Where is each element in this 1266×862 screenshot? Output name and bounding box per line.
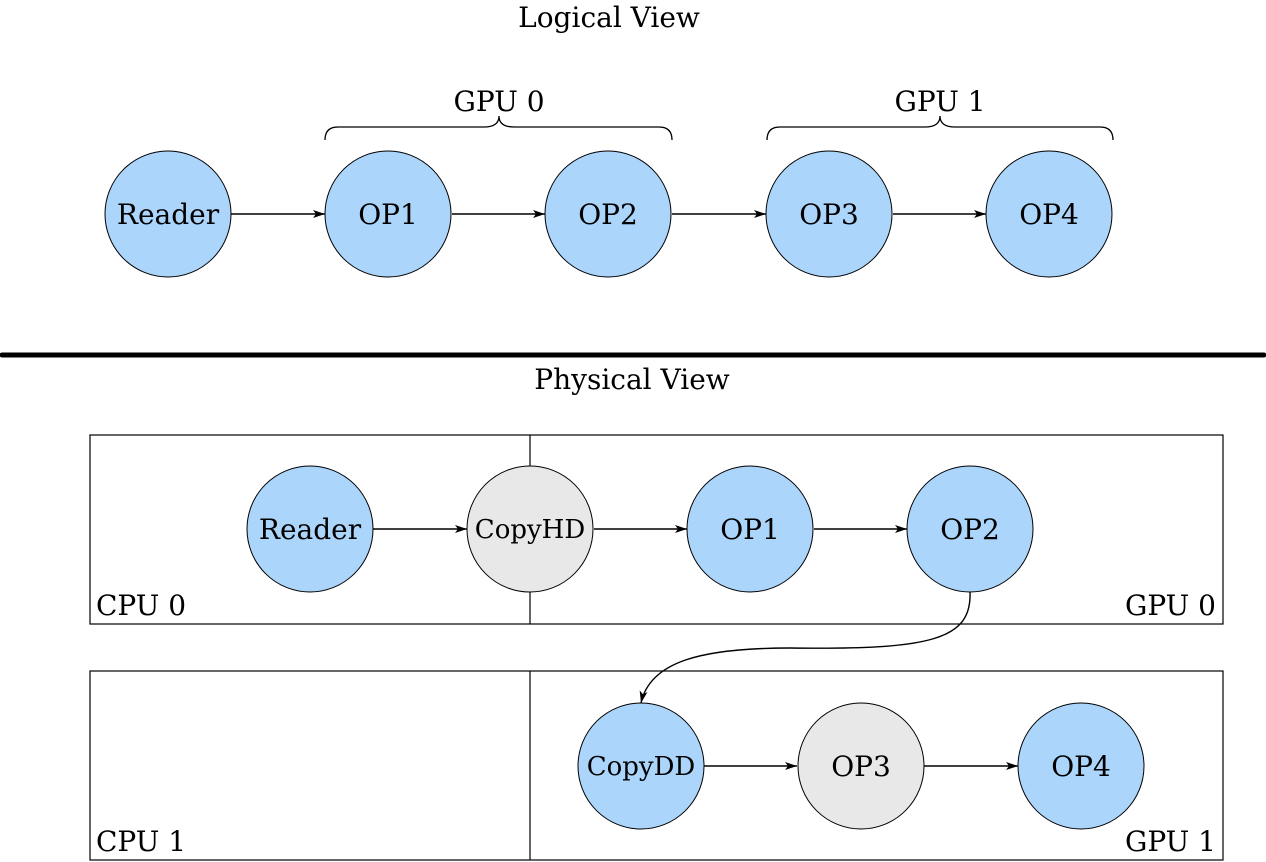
logical-node-op1-label: OP1 (358, 198, 418, 231)
logical-node-op1: OP1 (324, 150, 452, 278)
physical-node-copyhd-label: CopyHD (475, 515, 585, 545)
logical-node-op3-label: OP3 (799, 198, 859, 231)
physical-view-title: Physical View (534, 363, 730, 396)
physical-row1-box (89, 670, 1224, 861)
physical-row0-gpu-label: GPU 0 (1125, 589, 1216, 622)
logical-node-op2: OP2 (544, 150, 672, 278)
physical-node-op3: OP3 (797, 702, 925, 830)
logical-node-op3: OP3 (765, 150, 893, 278)
physical-row1-gpu-label: GPU 1 (1125, 825, 1216, 858)
physical-row0-box (89, 434, 1224, 625)
physical-node-op4-label: OP4 (1051, 750, 1111, 783)
logical-group-brace-gpu0 (324, 115, 673, 141)
physical-row0-cpu-label: CPU 0 (96, 589, 186, 622)
physical-row1-cpu-label: CPU 1 (96, 825, 186, 858)
logical-node-op4-label: OP4 (1019, 198, 1079, 231)
physical-node-copydd: CopyDD (577, 702, 705, 830)
logical-group-label-gpu1: GPU 1 (894, 85, 985, 118)
physical-node-reader: Reader (246, 465, 374, 593)
physical-node-op1-label: OP1 (720, 513, 780, 546)
physical-node-reader-label: Reader (259, 513, 362, 546)
logical-node-reader: Reader (104, 150, 232, 278)
physical-node-op2: OP2 (906, 465, 1034, 593)
physical-node-copyhd: CopyHD (466, 465, 594, 593)
logical-node-op2-label: OP2 (578, 198, 638, 231)
physical-node-copydd-label: CopyDD (587, 752, 696, 782)
logical-node-reader-label: Reader (117, 198, 220, 231)
physical-node-op4: OP4 (1017, 702, 1145, 830)
logical-group-label-gpu0: GPU 0 (453, 85, 544, 118)
physical-node-op1: OP1 (686, 465, 814, 593)
physical-edge-op2-copydd (639, 591, 971, 704)
logical-view-title: Logical View (518, 1, 700, 34)
physical-node-op3-label: OP3 (831, 750, 891, 783)
logical-node-op4: OP4 (985, 150, 1113, 278)
logical-group-brace-gpu1 (766, 115, 1114, 141)
physical-node-op2-label: OP2 (940, 513, 1000, 546)
